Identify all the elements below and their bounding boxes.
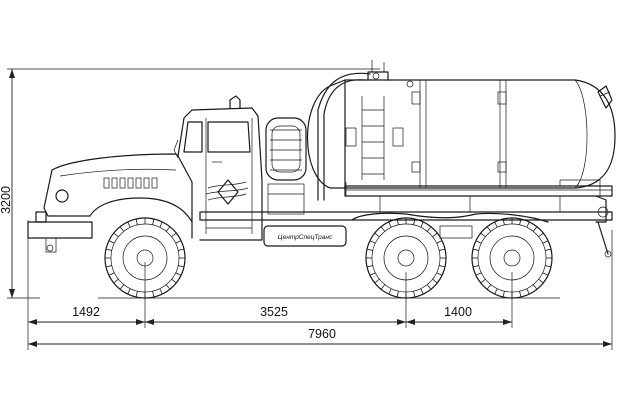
tread-mark bbox=[175, 240, 182, 244]
tread-mark bbox=[526, 221, 530, 228]
tread-mark bbox=[426, 226, 432, 232]
wheelbase-label: 3525 bbox=[260, 305, 288, 319]
cab bbox=[27, 95, 263, 253]
tread-mark bbox=[119, 226, 125, 232]
tank bbox=[306, 60, 616, 201]
tread-mark bbox=[165, 226, 171, 232]
tread-mark bbox=[369, 272, 376, 276]
tread-mark bbox=[486, 226, 492, 232]
tread-mark bbox=[475, 272, 482, 276]
tread-mark bbox=[538, 232, 544, 238]
tread-mark bbox=[519, 291, 522, 298]
tread-mark bbox=[545, 248, 552, 251]
tire-treads bbox=[105, 218, 552, 298]
tread-mark bbox=[432, 232, 438, 238]
tread-mark bbox=[108, 240, 115, 244]
tread-mark bbox=[396, 218, 399, 225]
tread-mark bbox=[175, 272, 182, 276]
brand-lettering: ЦентрСпецТранс bbox=[278, 234, 333, 241]
tread-mark bbox=[152, 291, 155, 298]
height-dimension: 3200 bbox=[0, 68, 380, 299]
tread-mark bbox=[178, 248, 185, 251]
tread-mark bbox=[439, 265, 446, 268]
tread-mark bbox=[135, 291, 138, 298]
tread-mark bbox=[113, 278, 119, 284]
tread-mark bbox=[171, 278, 177, 284]
tread-mark bbox=[127, 288, 131, 295]
tread-mark bbox=[380, 284, 386, 290]
tread-mark bbox=[413, 291, 416, 298]
tread-mark bbox=[472, 265, 479, 268]
tread-mark bbox=[135, 218, 138, 225]
tread-mark bbox=[502, 218, 505, 225]
door-emblem bbox=[205, 179, 249, 205]
side-box: ЦентрСпецТранс bbox=[263, 183, 347, 247]
tread-mark bbox=[374, 278, 380, 284]
tread-mark bbox=[369, 240, 376, 244]
tread-mark bbox=[105, 248, 112, 251]
tread-mark bbox=[480, 278, 486, 284]
tread-mark bbox=[472, 248, 479, 251]
hood-vents bbox=[103, 177, 158, 189]
tread-mark bbox=[388, 288, 392, 295]
tread-mark bbox=[420, 288, 424, 295]
tread-mark bbox=[532, 226, 538, 232]
tread-mark bbox=[542, 240, 549, 244]
tread-mark bbox=[388, 221, 392, 228]
tread-mark bbox=[502, 291, 505, 298]
tread-mark bbox=[152, 218, 155, 225]
tread-mark bbox=[380, 226, 386, 232]
tread-mark bbox=[374, 232, 380, 238]
tread-mark bbox=[119, 284, 125, 290]
tread-mark bbox=[171, 232, 177, 238]
tread-mark bbox=[519, 218, 522, 225]
tread-mark bbox=[542, 272, 549, 276]
tread-mark bbox=[178, 265, 185, 268]
tread-mark bbox=[480, 232, 486, 238]
tread-mark bbox=[494, 288, 498, 295]
tread-mark bbox=[532, 284, 538, 290]
tread-mark bbox=[165, 284, 171, 290]
tread-mark bbox=[366, 265, 373, 268]
tread-mark bbox=[439, 248, 446, 251]
tread-mark bbox=[436, 272, 443, 276]
tread-mark bbox=[426, 284, 432, 290]
tread-mark bbox=[396, 291, 399, 298]
tread-mark bbox=[159, 221, 163, 228]
tread-mark bbox=[413, 218, 416, 225]
rear-fenders bbox=[351, 212, 549, 223]
tread-mark bbox=[494, 221, 498, 228]
tread-mark bbox=[545, 265, 552, 268]
front-overhang-label: 1492 bbox=[72, 305, 100, 319]
tread-mark bbox=[105, 265, 112, 268]
tread-mark bbox=[475, 240, 482, 244]
tread-mark bbox=[538, 278, 544, 284]
height-dimension-label: 3200 bbox=[0, 186, 13, 214]
spare-wheel bbox=[265, 117, 307, 181]
chassis-frame bbox=[199, 185, 613, 258]
tread-mark bbox=[432, 278, 438, 284]
tread-mark bbox=[159, 288, 163, 295]
bogie-spring bbox=[439, 225, 473, 239]
tread-mark bbox=[436, 240, 443, 244]
tread-mark bbox=[127, 221, 131, 228]
tread-mark bbox=[108, 272, 115, 276]
tread-mark bbox=[486, 284, 492, 290]
rear-bogie-label: 1400 bbox=[444, 305, 472, 319]
tread-mark bbox=[526, 288, 530, 295]
tread-mark bbox=[420, 221, 424, 228]
tread-mark bbox=[366, 248, 373, 251]
total-length-label: 7960 bbox=[308, 327, 336, 341]
length-dimensions: 1492 3525 1400 7960 bbox=[27, 220, 613, 350]
tread-mark bbox=[113, 232, 119, 238]
